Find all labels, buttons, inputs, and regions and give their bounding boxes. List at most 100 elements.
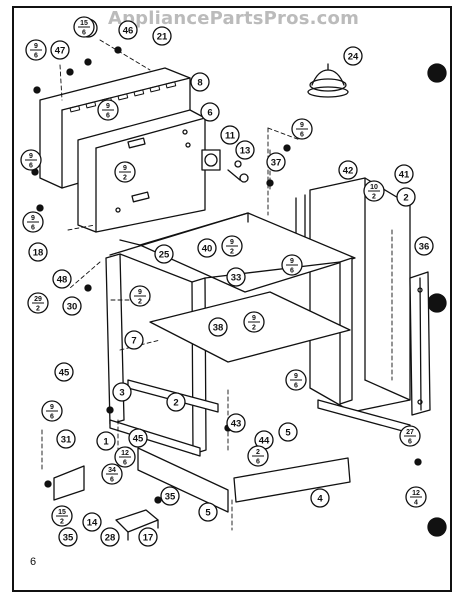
callout-number: 2	[403, 193, 408, 204]
fraction-denominator: 2	[230, 249, 234, 256]
callout-43: 43	[226, 413, 246, 433]
callout-number: 33	[231, 273, 242, 284]
callout-number: 1	[103, 437, 109, 448]
callout-25: 25	[154, 244, 174, 264]
fraction-numerator: 9	[290, 258, 294, 265]
fraction-numerator: 10	[370, 184, 378, 191]
callout-21: 21	[152, 26, 172, 46]
fraction-denominator: 6	[34, 53, 38, 60]
callout-5: 5	[278, 422, 298, 442]
fraction-denominator: 6	[256, 459, 260, 466]
fraction-denominator: 6	[82, 30, 86, 37]
fraction-numerator: 9	[106, 103, 110, 110]
callout-11: 11	[220, 125, 240, 145]
callout-number: 36	[419, 242, 430, 253]
fraction-numerator: 9	[294, 373, 298, 380]
callout-number: 35	[63, 533, 74, 544]
fraction-denominator: 6	[290, 268, 294, 275]
registration-dot	[427, 63, 447, 83]
callout-number: 17	[143, 533, 154, 544]
fraction-numerator: 15	[58, 509, 66, 516]
fraction-callout: 96	[22, 211, 44, 233]
callout-number: 31	[61, 435, 72, 446]
callout-33: 33	[226, 267, 246, 287]
fraction-denominator: 2	[138, 299, 142, 306]
callout-42: 42	[338, 160, 358, 180]
callout-45: 45	[128, 428, 148, 448]
fraction-denominator: 6	[106, 113, 110, 120]
callout-number: 35	[165, 492, 176, 503]
callout-24: 24	[343, 46, 363, 66]
callout-number: 41	[399, 170, 410, 181]
callout-number: 42	[343, 166, 354, 177]
fraction-numerator: 9	[300, 122, 304, 129]
page-border	[12, 6, 452, 592]
callout-2: 2	[396, 187, 416, 207]
callout-41: 41	[394, 164, 414, 184]
fraction-callout: 92	[129, 285, 151, 307]
callout-number: 25	[159, 250, 170, 261]
callout-17: 17	[138, 527, 158, 547]
callout-number: 24	[348, 52, 359, 63]
callout-1: 1	[96, 431, 116, 451]
page-number: 6	[30, 556, 37, 568]
fraction-denominator: 6	[294, 383, 298, 390]
fraction-numerator: 15	[80, 20, 88, 27]
callout-number: 45	[133, 434, 144, 445]
fraction-callout: 102	[363, 180, 385, 202]
fraction-denominator: 2	[36, 306, 40, 313]
fraction-callout: 96	[25, 39, 47, 61]
callout-45: 45	[54, 362, 74, 382]
fraction-callout: 96	[285, 369, 307, 391]
callout-number: 28	[105, 533, 116, 544]
fraction-callout: 152	[51, 505, 73, 527]
fraction-numerator: 9	[34, 43, 38, 50]
top-support-frame	[109, 212, 356, 293]
leveling-leg-bracket	[53, 465, 159, 541]
fraction-callout: 26	[247, 445, 269, 467]
fraction-numerator: 9	[138, 289, 142, 296]
fraction-numerator: 9	[31, 215, 35, 222]
fraction-numerator: 2	[256, 449, 260, 456]
callout-number: 45	[59, 368, 70, 379]
fraction-callout: 124	[405, 486, 427, 508]
callout-number: 30	[67, 302, 78, 313]
fraction-callout: 96	[291, 118, 313, 140]
fraction-callout: 96	[97, 99, 119, 121]
right-side-panel	[295, 177, 411, 413]
fraction-denominator: 6	[408, 439, 412, 446]
callout-number: 2	[173, 398, 178, 409]
callout-number: 14	[87, 518, 98, 529]
fraction-numerator: 27	[406, 429, 414, 436]
callout-46: 46	[118, 20, 138, 40]
fraction-numerator: 9	[29, 153, 33, 160]
registration-dot	[427, 517, 447, 537]
callout-47: 47	[50, 40, 70, 60]
fraction-numerator: 12	[412, 490, 420, 497]
fraction-denominator: 2	[252, 325, 256, 332]
fraction-numerator: 9	[50, 404, 54, 411]
callout-number: 11	[225, 131, 236, 142]
fraction-denominator: 4	[414, 500, 418, 507]
callout-36: 36	[414, 236, 434, 256]
fraction-denominator: 6	[31, 225, 35, 232]
callout-18: 18	[28, 242, 48, 262]
fraction-denominator: 2	[123, 175, 127, 182]
fraction-callout: 292	[27, 292, 49, 314]
fraction-numerator: 9	[252, 315, 256, 322]
callout-13: 13	[235, 140, 255, 160]
callout-7: 7	[124, 330, 144, 350]
callout-number: 44	[259, 436, 270, 447]
fraction-denominator: 6	[123, 460, 127, 467]
callout-40: 40	[197, 238, 217, 258]
callout-4: 4	[310, 488, 330, 508]
blower-assembly	[307, 63, 349, 98]
callout-number: 6	[207, 108, 212, 119]
callout-number: 18	[33, 248, 44, 259]
callout-number: 38	[213, 323, 224, 334]
fraction-denominator: 6	[300, 132, 304, 139]
callout-14: 14	[82, 512, 102, 532]
callout-number: 21	[157, 32, 168, 43]
fan-motor	[201, 149, 249, 183]
